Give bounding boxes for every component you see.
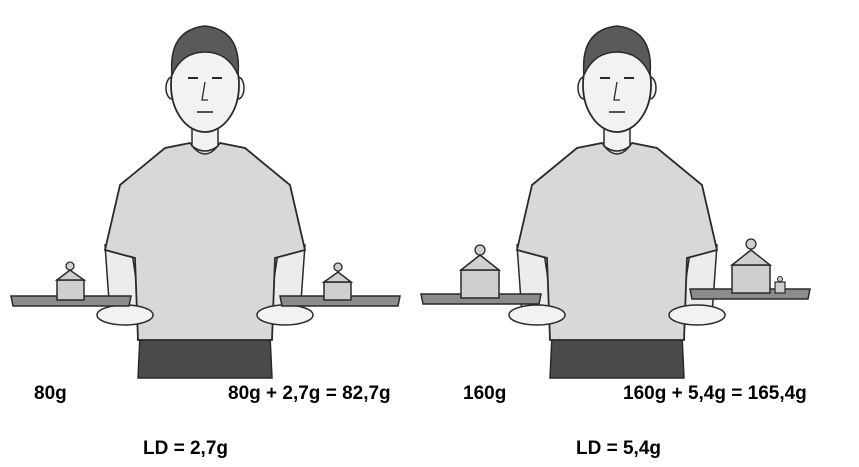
label-right-tray-82-7g: 80g + 2,7g = 82,7g (228, 383, 391, 405)
weight-80g (57, 262, 84, 300)
label-difference-right: LD = 5,4g (576, 438, 661, 460)
weight-82-7g (324, 263, 351, 300)
person-left (97, 26, 313, 378)
weight-165-4g (732, 239, 785, 293)
label-left-tray-80g: 80g (34, 383, 67, 405)
label-left-tray-160g: 160g (463, 383, 506, 405)
label-difference-left: LD = 2,7g (143, 438, 228, 460)
person-right (509, 26, 725, 378)
label-right-tray-165-4g: 160g + 5,4g = 165,4g (623, 383, 807, 405)
weight-160g (461, 245, 499, 298)
